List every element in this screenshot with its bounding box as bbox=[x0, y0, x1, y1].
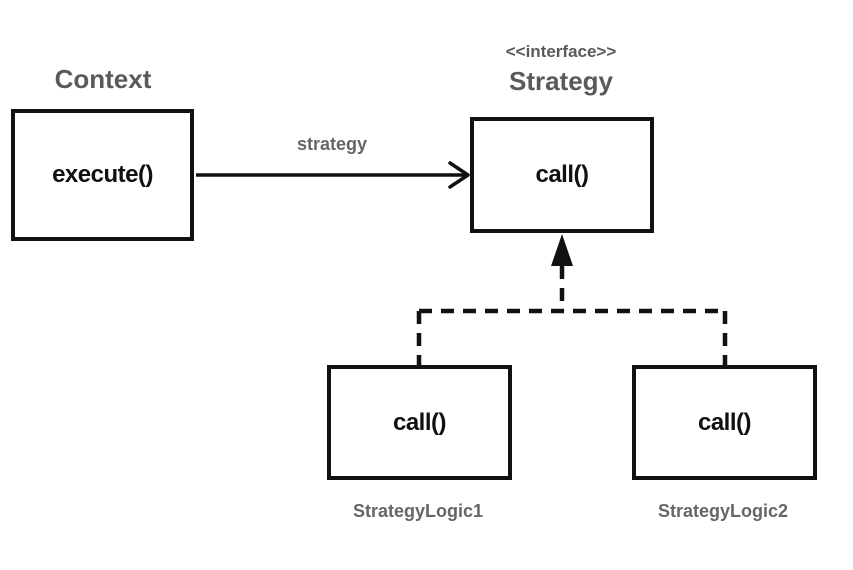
strategy-logic1-name: StrategyLogic1 bbox=[352, 501, 484, 521]
strategy-logic1-box: call() bbox=[327, 365, 512, 480]
strategy-logic2-method: call() bbox=[697, 408, 752, 436]
association-label: strategy bbox=[296, 134, 368, 154]
context-method: execute() bbox=[52, 161, 153, 188]
open-arrowhead bbox=[448, 161, 470, 189]
context-class-box: execute() bbox=[11, 109, 194, 241]
strategy-logic1-method: call() bbox=[392, 408, 447, 436]
strategy-method: call() bbox=[535, 161, 589, 188]
association-arrow bbox=[196, 161, 470, 189]
strategy-interface-box: call() bbox=[470, 117, 654, 233]
context-title: Context bbox=[54, 64, 152, 94]
strategy-logic2-box: call() bbox=[632, 365, 817, 480]
strategy-title: Strategy bbox=[508, 66, 614, 96]
strategy-stereotype: <<interface>> bbox=[505, 42, 617, 61]
realization-arrowhead bbox=[551, 234, 573, 266]
realization-connector bbox=[416, 266, 728, 366]
strategy-logic2-name: StrategyLogic2 bbox=[657, 501, 789, 521]
